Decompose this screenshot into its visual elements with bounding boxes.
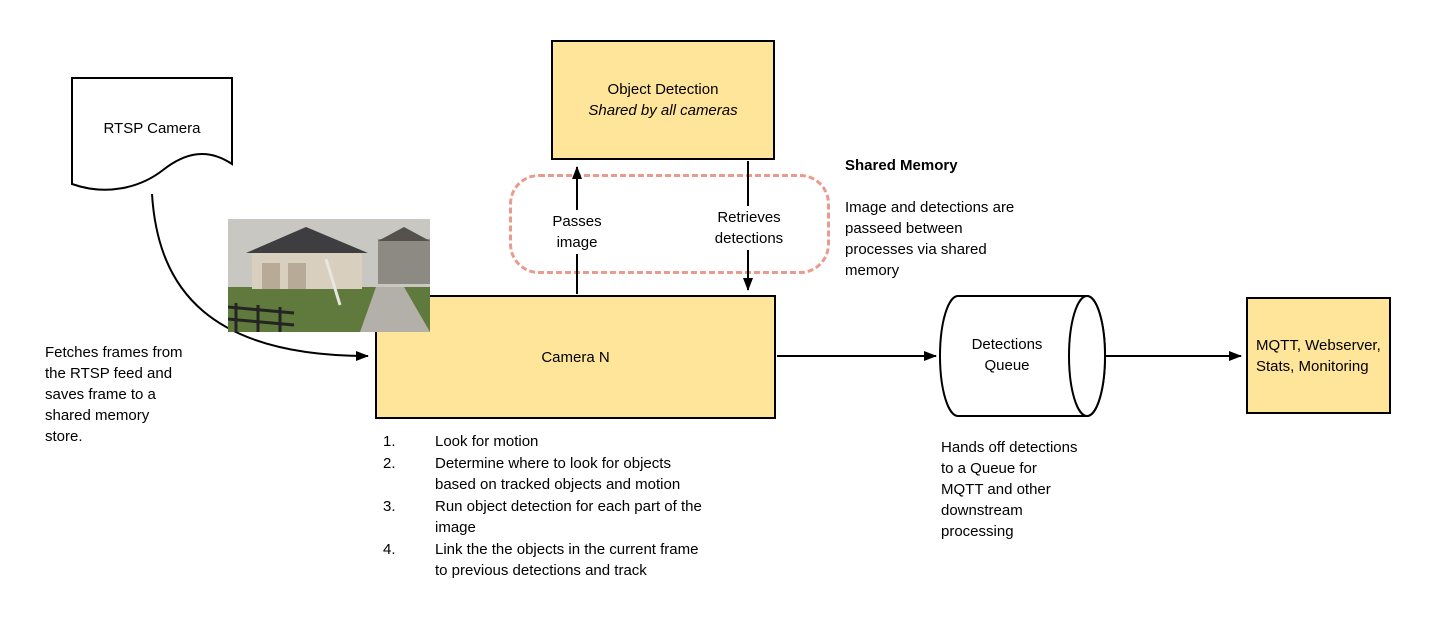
photo-background-roof: [378, 227, 430, 241]
shared-memory-dashed-region: [509, 174, 830, 274]
camera-frame-photo: [228, 219, 430, 332]
camera-step-1: 1. Look for motion: [383, 431, 775, 453]
mqtt-webserver-box: MQTT, Webserver, Stats, Monitoring: [1246, 297, 1391, 414]
step-number: 1.: [383, 433, 396, 450]
photo-pole: [324, 258, 342, 306]
step-text: Look for motion: [435, 433, 539, 450]
retrieves-detections-label: Retrieves detections: [705, 206, 793, 250]
detections-queue-cylinder-cap: [1068, 295, 1106, 417]
queue-handoff-note: Hands off detections to a Queue for MQTT…: [941, 439, 1078, 540]
photo-fence: [228, 303, 295, 332]
photo-sidewalk: [360, 287, 430, 332]
detections-queue-label: Detections Queue: [971, 336, 1043, 374]
camera-n-box: Camera N: [375, 295, 776, 419]
passes-image-label: Passes image: [542, 210, 612, 254]
fetch-frames-note: Fetches frames from the RTSP feed and sa…: [45, 344, 183, 445]
camera-step-3: 3. Run object detection for each part of…: [383, 496, 775, 539]
step-number: 3.: [383, 497, 396, 515]
object-detection-subtitle: Shared by all cameras: [588, 102, 738, 119]
step-number: 2.: [383, 454, 396, 472]
step-text: Run object detection for each part of th…: [435, 497, 702, 537]
shared-memory-note-title: Shared Memory: [845, 157, 958, 174]
mqtt-webserver-label: MQTT, Webserver, Stats, Monitoring: [1256, 336, 1381, 375]
object-detection-title: Object Detection: [607, 81, 719, 98]
object-detection-box: Object Detection Shared by all cameras: [551, 40, 775, 160]
photo-background-houses: [378, 239, 430, 284]
step-number: 4.: [383, 540, 396, 558]
photo-garage-door: [262, 263, 280, 289]
step-text: Determine where to look for objects base…: [435, 454, 681, 494]
camera-step-4: 4. Link the the objects in the current f…: [383, 539, 775, 582]
camera-step-2: 2. Determine where to look for objects b…: [383, 453, 775, 496]
photo-garage-door-2: [288, 263, 306, 289]
shared-memory-note: Shared Memory Image and detections are p…: [845, 134, 1060, 302]
camera-steps-list: 1. Look for motion 2. Determine where to…: [383, 431, 775, 582]
step-text: Link the the objects in the current fram…: [435, 540, 699, 580]
rtsp-to-camera-arrow: [151, 193, 369, 361]
rtsp-camera-document-shape: [71, 77, 233, 191]
camera-n-label: Camera N: [541, 348, 610, 366]
shared-memory-note-body: Image and detections are passeed between…: [845, 199, 1015, 279]
rtsp-camera-label: RTSP Camera: [103, 120, 201, 137]
photo-roof: [246, 227, 368, 253]
